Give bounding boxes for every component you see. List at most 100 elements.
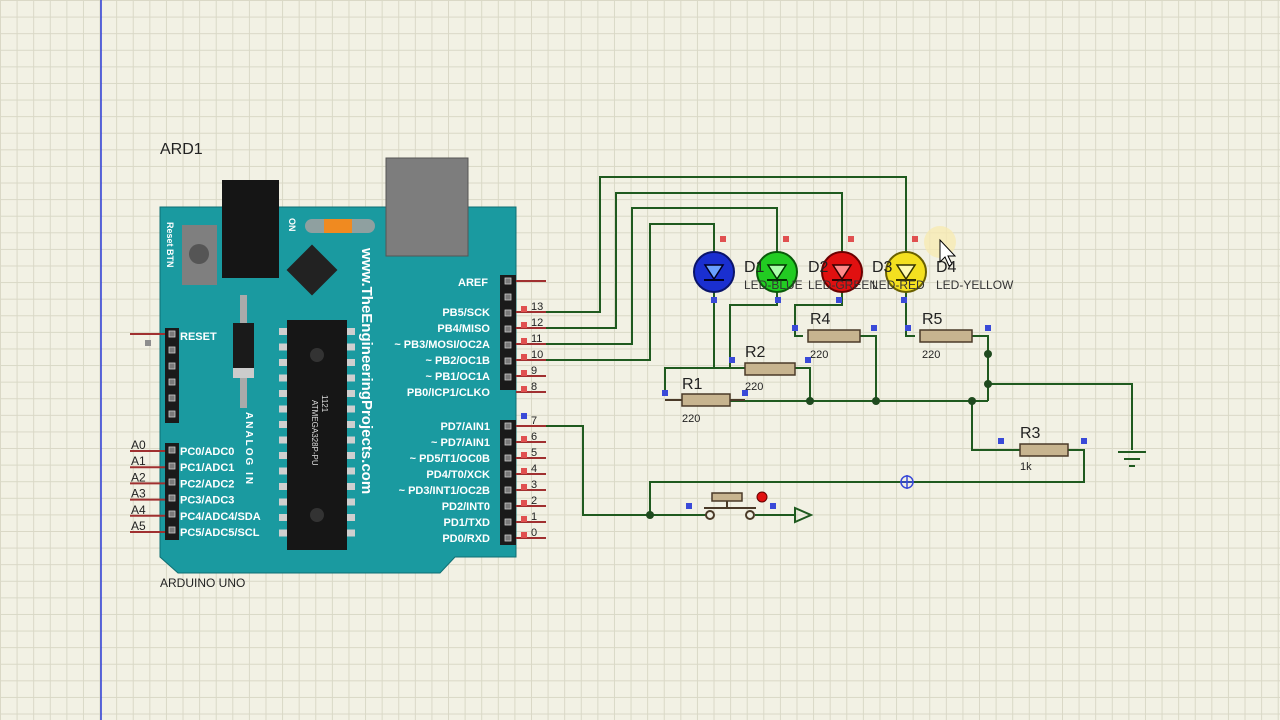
analog-pin-group: PC0/ADC0A0PC1/ADC1A1PC2/ADC2A2PC3/ADC3A3… [130, 438, 261, 539]
chip-pin [347, 529, 355, 537]
reset-button-cap[interactable] [189, 244, 209, 264]
resistor-r3[interactable] [1019, 443, 1069, 457]
junctions [646, 350, 992, 519]
header-hole [168, 526, 176, 534]
push-button-switch[interactable] [704, 492, 756, 520]
wire-pin13-d4[interactable] [546, 176, 907, 313]
atmega-pins [279, 328, 355, 537]
header-hole [168, 478, 176, 486]
pin-marker [521, 532, 527, 538]
reset-pin-marker [145, 340, 151, 346]
d3-type: LED-RED [872, 278, 925, 292]
resistor-r5[interactable] [919, 329, 973, 343]
header-hole [168, 410, 176, 418]
header-hole [504, 422, 512, 430]
r4-value: 220 [810, 349, 828, 361]
header-holes [168, 277, 512, 542]
led-d1[interactable] [693, 251, 735, 293]
wire-pin12-d3[interactable] [546, 192, 843, 329]
wire-pin7-switch[interactable] [546, 425, 706, 516]
led-d2[interactable] [756, 251, 798, 293]
pin-number-pd: 3 [531, 479, 537, 491]
pin-number-analog: A3 [131, 487, 146, 501]
atmega-notch [310, 348, 324, 362]
pin-marker [521, 484, 527, 490]
header-hole [504, 470, 512, 478]
wire-r2-bus[interactable] [795, 367, 811, 401]
wire-r3-switch[interactable] [649, 449, 1085, 515]
d1-ref: D1 [744, 259, 765, 276]
pin-label-analog: PC1/ADC1 [180, 462, 234, 474]
wires [546, 176, 1133, 516]
r1-value: 220 [682, 413, 700, 425]
pin-label-pd: ~ PD3/INT1/OC2B [399, 485, 490, 497]
header-hole [504, 518, 512, 526]
r3-value: 1k [1020, 461, 1032, 473]
chip-code: 1121 [320, 395, 329, 413]
pin-label-analog: PC3/ADC3 [180, 495, 234, 507]
reset-pin-label: RESET [180, 331, 217, 343]
wire-bus-r3[interactable] [971, 401, 1020, 451]
resistor-r1[interactable] [665, 393, 745, 407]
d1-type: LED-BLUE [744, 278, 803, 292]
header-hole [504, 357, 512, 365]
header-hole [168, 346, 176, 354]
crystal-band [233, 368, 254, 378]
pin-number-pb: 13 [531, 301, 543, 313]
chip-pin [347, 514, 355, 521]
crosshair-icon[interactable] [900, 475, 914, 489]
mouse-cursor-icon [939, 238, 957, 267]
pin-marker [521, 370, 527, 376]
wire-pin11-d2[interactable] [546, 207, 778, 345]
pin-number-pd: 6 [531, 431, 537, 443]
led-d4[interactable] [885, 251, 927, 293]
pin-number-pb: 12 [531, 317, 543, 329]
chip-pin [347, 483, 355, 490]
wire-d4-r5[interactable] [905, 290, 915, 337]
wire-r4-bus[interactable] [860, 335, 877, 401]
pin-marker [521, 468, 527, 474]
chip-pin [279, 483, 287, 490]
r2-value: 220 [745, 381, 763, 393]
chip-pin [279, 390, 287, 397]
wire-r1-left[interactable] [664, 367, 714, 395]
pin-number-pb: 9 [531, 365, 537, 377]
r1-ref: R1 [682, 376, 703, 393]
pin-number-pd: 4 [531, 463, 537, 475]
wire-pin10-d1[interactable] [546, 223, 715, 361]
wire-to-ground[interactable] [988, 383, 1133, 450]
pin-number-analog: A0 [131, 438, 146, 452]
chip-pin [279, 467, 287, 475]
pin-label-pd: ~ PD5/T1/OC0B [410, 453, 490, 465]
led-d3[interactable] [821, 251, 863, 293]
header-hole [504, 534, 512, 542]
pin-marker [521, 338, 527, 344]
chip-pin [279, 452, 287, 459]
switch-state-indicator [756, 491, 768, 503]
terminal-arrow-icon[interactable] [794, 506, 814, 524]
chip-pin [279, 359, 287, 366]
pin-marker [521, 516, 527, 522]
arduino-ref-label: ARD1 [160, 141, 203, 158]
wire-r5-bus[interactable] [972, 335, 989, 401]
resistor-pin-markers [521, 297, 1087, 444]
pin-marker [521, 386, 527, 392]
chip-pin [347, 436, 355, 444]
junction [984, 380, 992, 388]
resistor-r2[interactable] [744, 362, 796, 376]
resistor-r4[interactable] [807, 329, 861, 343]
chip-pin [347, 498, 355, 506]
r3-ref: R3 [1020, 425, 1041, 442]
header-hole [168, 362, 176, 370]
pin-number-pb: 10 [531, 349, 543, 361]
header-hole [504, 454, 512, 462]
ground-icon[interactable] [1118, 451, 1146, 467]
pin-number-pd: 5 [531, 447, 537, 459]
pin-label-analog: PC2/ADC2 [180, 478, 234, 490]
pin-number-analog: A5 [131, 519, 146, 533]
pin-label-pb: ~ PB3/MOSI/OC2A [394, 339, 490, 351]
header-hole [504, 438, 512, 446]
header-hole [168, 330, 176, 338]
